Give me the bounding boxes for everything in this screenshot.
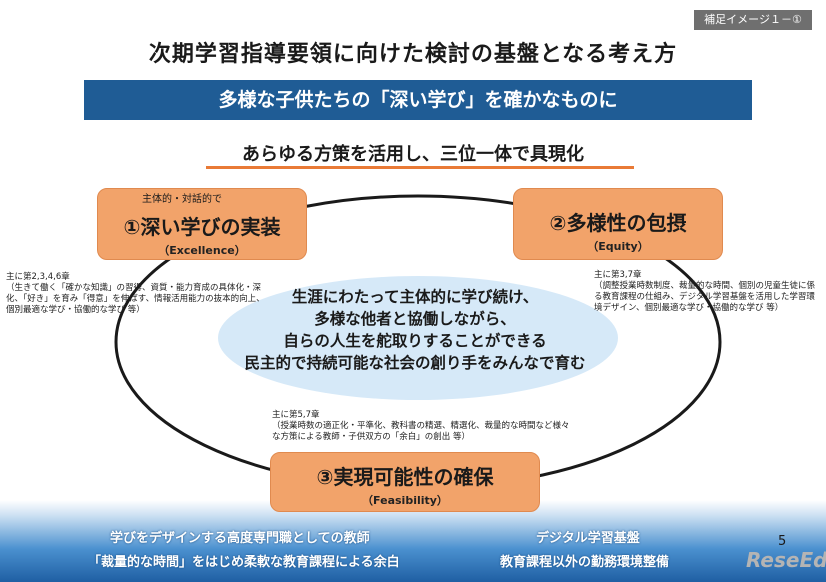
supplement-tag: 補足イメージ１－① (694, 10, 812, 30)
pillar-excellence: ①深い学びの実装 （Excellence） (97, 188, 307, 260)
page-title: 次期学習指導要領に向けた検討の基盤となる考え方 (148, 42, 678, 67)
subheading-underline (206, 166, 634, 169)
pillar-excellence-sub: （Excellence） (158, 244, 246, 257)
watermark-logo: ReseEd (746, 548, 826, 572)
foundation-item-work-environment: 教育課程以外の勤務環境整備 (500, 555, 670, 570)
foundation-base (0, 500, 826, 582)
page-number: 5 (778, 534, 787, 549)
pillar-excellence-title: ①深い学びの実装 (123, 215, 281, 239)
foundation-item-curriculum: 「裁量的な時間」をはじめ柔軟な教育課程による余白 (88, 555, 400, 570)
pillar-excellence-note: 主に第2,3,4,6章 （生きて働く「確かな知識」の習得、資質・能力育成の具体化… (6, 272, 265, 315)
foundation-item-digital: デジタル学習基盤 (536, 531, 640, 546)
pillar-excellence-pre: 主体的・対話的で (142, 194, 222, 205)
center-line-3: 自らの人生を舵取りすることができる (283, 332, 547, 350)
pillar-feasibility-sub: （Feasibility） (362, 494, 448, 507)
foundation-item-teacher: 学びをデザインする高度専門職としての教師 (110, 531, 370, 546)
center-blob (218, 276, 618, 400)
pillar-equity-note: 主に第3,7章 （調整授業時数制度、裁量的な時間、個別の児童生徒に係る教育課程の… (594, 270, 816, 313)
center-line-1: 生涯にわたって主体的に学び続け、 (291, 288, 539, 306)
pillar-feasibility-note: 主に第5,7章 （授業時数の適正化・平準化、教科書の精選、精選化、裁量的な時間な… (272, 410, 570, 442)
pillar-feasibility: ③実現可能性の確保 （Feasibility） (270, 452, 540, 512)
center-message: 生涯にわたって主体的に学び続け、 多様な他者と協働しながら、 自らの人生を舵取り… (200, 286, 630, 374)
center-line-2: 多様な他者と協働しながら、 (314, 310, 516, 328)
pillar-equity: ②多様性の包摂 （Equity） (513, 188, 723, 260)
pillar-equity-sub: （Equity） (587, 240, 649, 253)
center-line-4: 民主的で持続可能な社会の創り手をみんなで育む (244, 354, 586, 372)
pillar-feasibility-title: ③実現可能性の確保 (316, 465, 494, 489)
pillar-equity-title: ②多様性の包摂 (549, 211, 687, 235)
subheading: あらゆる方策を活用し、三位一体で具現化 (242, 144, 584, 165)
main-banner: 多様な子供たちの「深い学び」を確かなものに (84, 80, 752, 120)
